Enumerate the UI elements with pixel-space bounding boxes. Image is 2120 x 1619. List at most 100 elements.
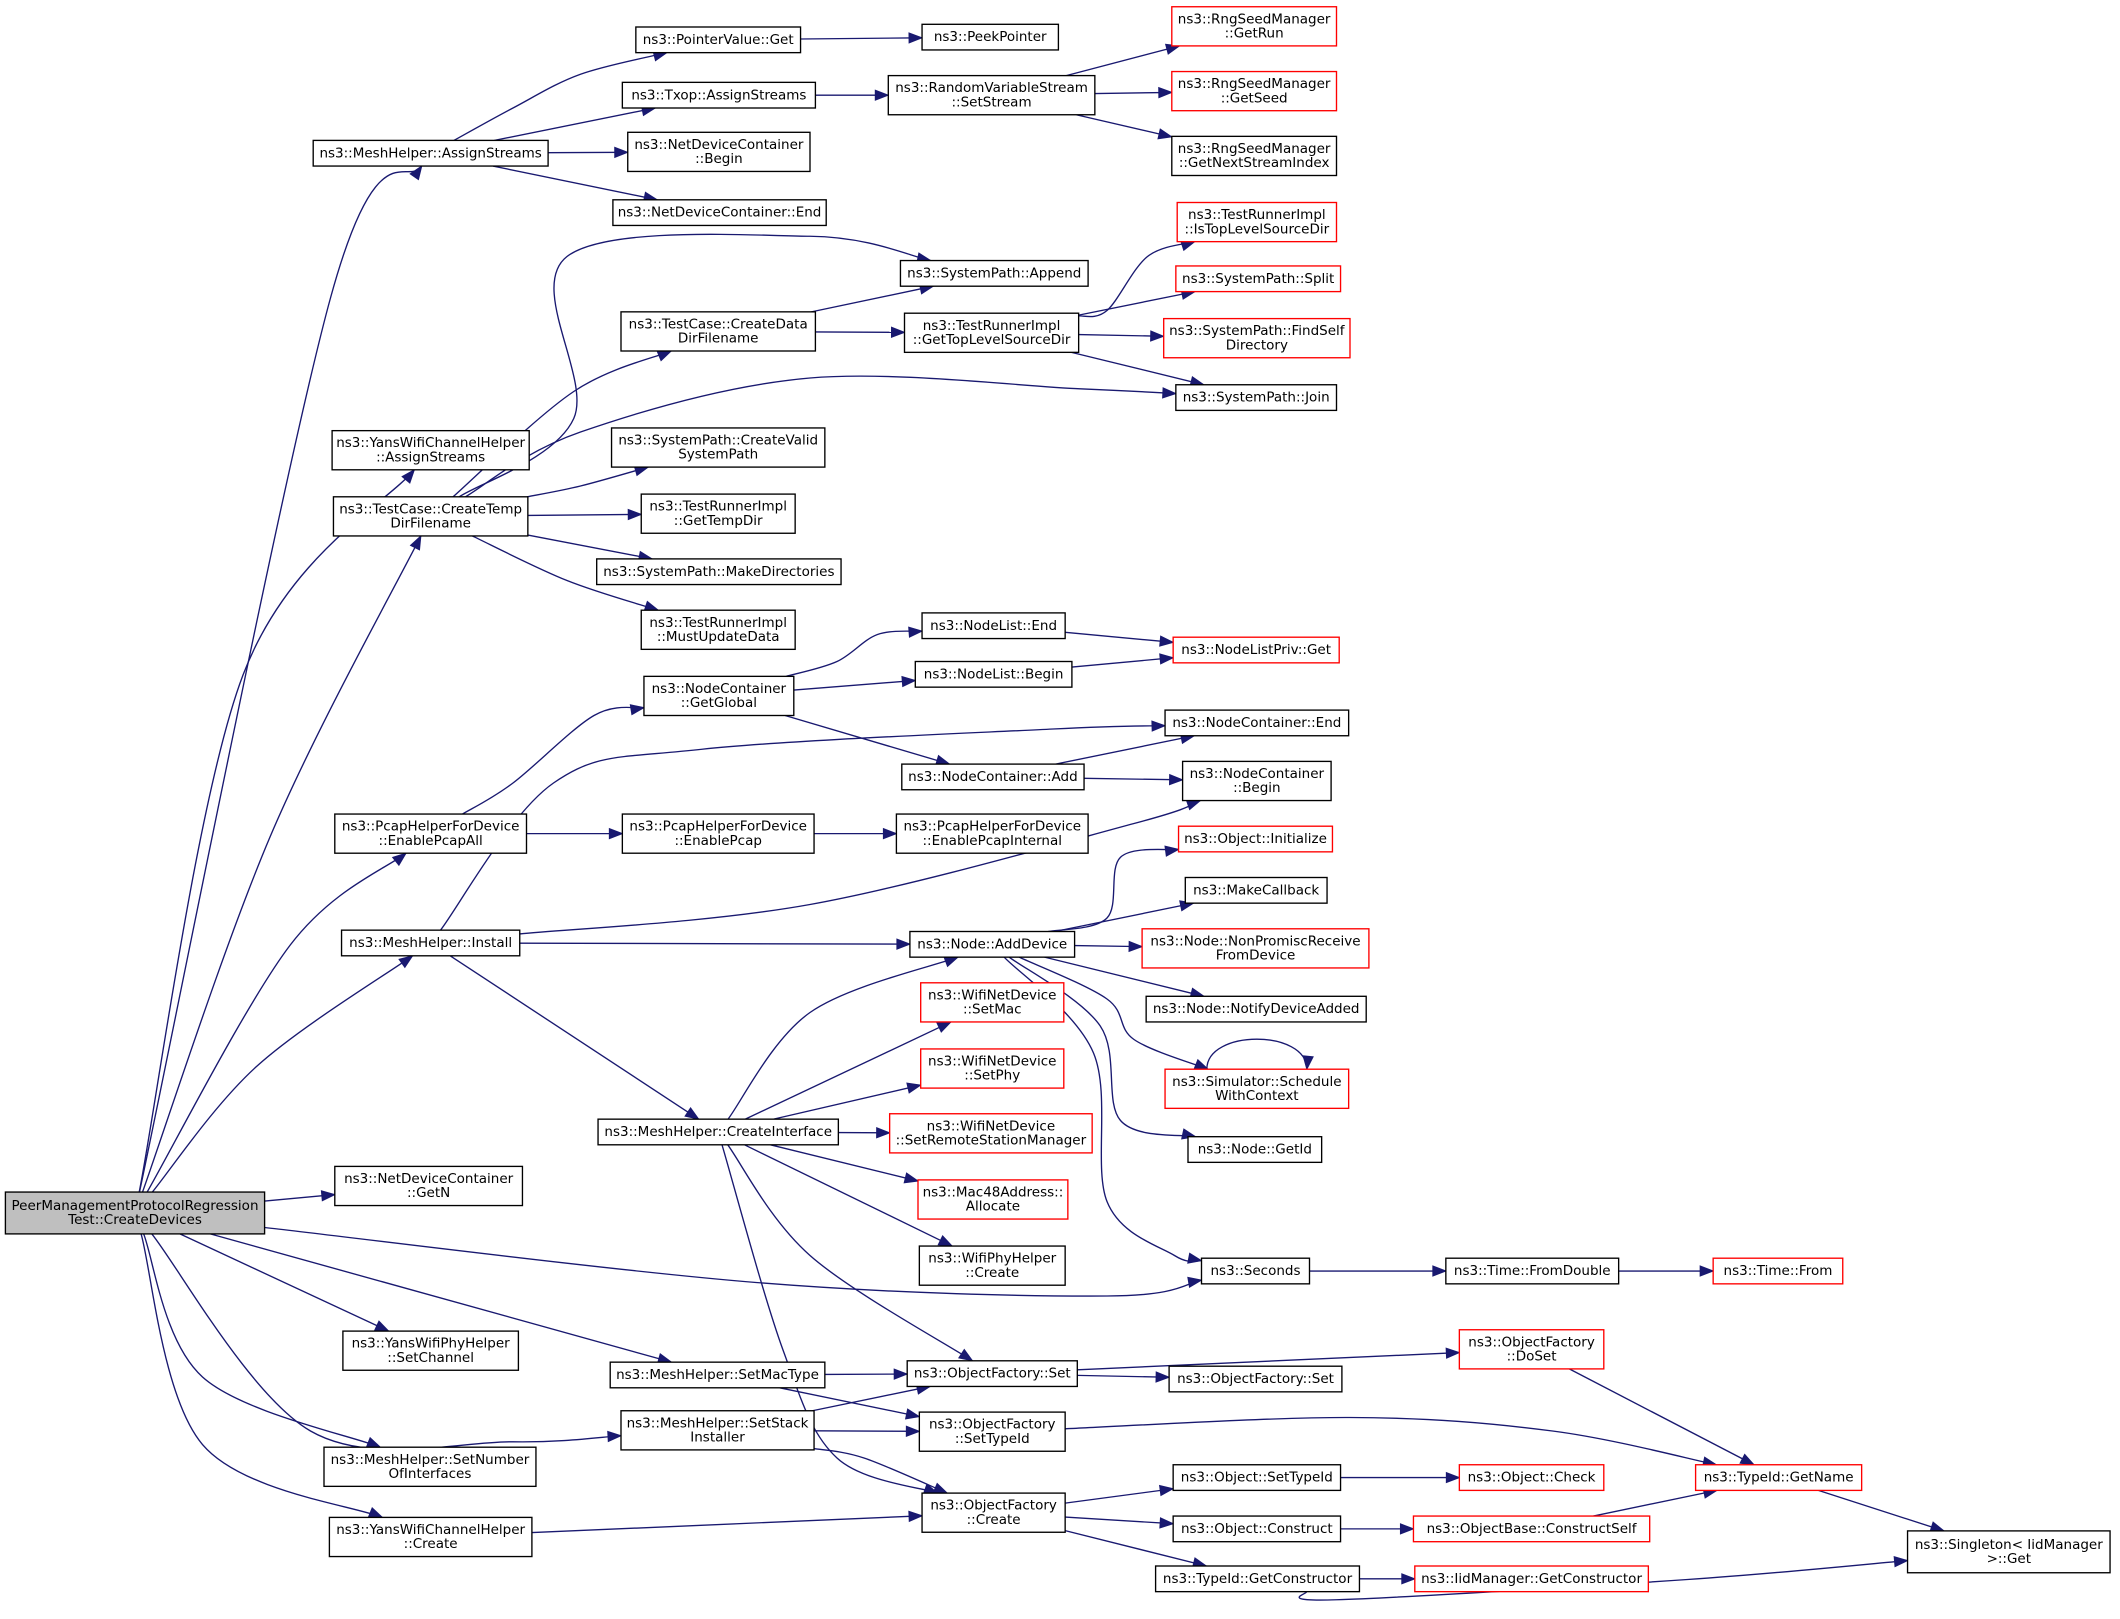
node-rng-run[interactable]: ns3::RngSeedManager::GetRun [1171,6,1338,47]
node-wnd-rsm[interactable]: ns3::WifiNetDevice::SetRemoteStationMana… [888,1113,1093,1154]
node-of-create[interactable]: ns3::ObjectFactory::Create [921,1492,1066,1533]
node-mh-assign[interactable]: ns3::MeshHelper::AssignStreams [312,139,549,167]
node-ndc-end[interactable]: ns3::NetDeviceContainer::End [612,199,827,227]
node-tid-getname[interactable]: ns3::TypeId::GetName [1694,1464,1863,1492]
node-sp-mkdirs[interactable]: ns3::SystemPath::MakeDirectories [596,558,842,586]
node-label-line: ::Create [967,1512,1021,1528]
node-sp-join[interactable]: ns3::SystemPath::Join [1175,384,1338,412]
node-mac48[interactable]: ns3::Mac48Address::Allocate [917,1179,1069,1220]
node-iid-getctor[interactable]: ns3::IidManager::GetConstructor [1414,1565,1650,1593]
edge-node_add-to-node_notify [1044,956,1205,997]
node-ych-create[interactable]: ns3::YansWifiChannelHelper::Create [328,1516,533,1558]
node-nc-global[interactable]: ns3::NodeContainer::GetGlobal [643,675,795,717]
node-node-add[interactable]: ns3::Node::AddDevice [909,930,1076,958]
node-seconds[interactable]: ns3::Seconds [1200,1257,1311,1285]
edge-mh_setmac-to-of_settype-arrowhead [904,1408,921,1420]
node-label-line: FromDevice [1216,948,1296,964]
edge-rvs_set-to-rng_seed-arrowhead [1158,86,1174,99]
node-label-line: ns3::NodeContainer::Add [908,769,1077,785]
edge-mh_createif-to-wnd_rsm-arrowhead [876,1127,892,1139]
node-pv-get[interactable]: ns3::PointerValue::Get [635,26,802,54]
node-node-notify[interactable]: ns3::Node::NotifyDeviceAdded [1145,995,1367,1023]
node-singleton[interactable]: ns3::Singleton< IidManager>::Get [1906,1530,2111,1574]
node-mh-install[interactable]: ns3::MeshHelper::Install [340,929,521,957]
edge-mh_createif-to-wnd_phy [773,1084,921,1120]
node-nc-begin[interactable]: ns3::NodeContainer::Begin [1181,760,1332,802]
node-obj-init[interactable]: ns3::Object::Initialize [1177,825,1334,853]
node-wnd-phy[interactable]: ns3::WifiNetDevice::SetPhy [920,1048,1065,1089]
edge-txop_assign-to-rvs_set-arrowhead [874,89,890,101]
node-nlp-get[interactable]: ns3::NodeListPriv::Get [1172,636,1340,664]
node-yans-assign[interactable]: ns3::YansWifiChannelHelper::AssignStream… [331,429,530,471]
node-ob-cself[interactable]: ns3::ObjectBase::ConstructSelf [1412,1515,1651,1543]
node-obj-settype[interactable]: ns3::Object::SetTypeId [1172,1464,1342,1492]
node-root[interactable]: PeerManagementProtocolRegressionTest::Cr… [4,1191,266,1235]
edge-mh_createif-to-wphy_create [744,1144,953,1247]
edge-nl_begin-to-nlp_get-arrowhead [1159,653,1175,665]
node-wphy-create[interactable]: ns3::WifiPhyHelper::Create [918,1245,1066,1286]
node-rvs-set[interactable]: ns3::RandomVariableStream::SetStream [887,74,1096,116]
node-pcap-int[interactable]: ns3::PcapHelperForDevice::EnablePcapInte… [895,813,1089,854]
node-pcap-all[interactable]: ns3::PcapHelperForDevice::EnablePcapAll [334,813,528,854]
node-mh-createif[interactable]: ns3::MeshHelper::CreateInterface [597,1118,840,1146]
edge-root-to-yans_assign-arrowhead [401,468,416,484]
node-label-line: ::SetStream [952,94,1032,110]
node-of-settype[interactable]: ns3::ObjectFactory::SetTypeId [918,1411,1066,1452]
node-rng-next[interactable]: ns3::RngSeedManager::GetNextStreamIndex [1171,135,1338,177]
node-tri-temp[interactable]: ns3::TestRunnerImpl::GetTempDir [640,493,796,534]
node-node-getid[interactable]: ns3::Node::GetId [1187,1136,1323,1164]
node-time-from[interactable]: ns3::Time::From [1712,1257,1844,1285]
node-ndc-getn[interactable]: ns3::NetDeviceContainer::GetN [334,1165,524,1207]
edge-seconds-to-time_fd-arrowhead [1432,1265,1448,1277]
edge-mh_assign-to-txop_assign [494,107,656,142]
node-label-line: ::DoSet [1507,1349,1557,1365]
edge-pcap_en-to-pcap_int-arrowhead [882,827,898,840]
node-obj-construct[interactable]: ns3::Object::Construct [1172,1515,1342,1543]
node-makecb[interactable]: ns3::MakeCallback [1184,876,1328,904]
node-wnd-mac[interactable]: ns3::WifiNetDevice::SetMac [920,982,1065,1023]
node-label-line: ns3::Txop::AssignStreams [631,87,806,103]
node-sp-split[interactable]: ns3::SystemPath::Split [1175,265,1342,293]
node-peek[interactable]: ns3::PeekPointer [921,23,1060,51]
edge-mh_setmac-to-of_settype [779,1387,920,1418]
node-txop-assign[interactable]: ns3::Txop::AssignStreams [621,81,817,109]
node-obj-check[interactable]: ns3::Object::Check [1458,1464,1605,1492]
node-nl-end[interactable]: ns3::NodeList::End [921,612,1066,640]
node-nc-add[interactable]: ns3::NodeContainer::Add [901,763,1085,791]
node-nc-end[interactable]: ns3::NodeContainer::End [1164,709,1350,737]
node-box [1187,1136,1323,1164]
node-tri-istop[interactable]: ns3::TestRunnerImpl::IsTopLevelSourceDir [1176,201,1338,243]
node-mh-setmac[interactable]: ns3::MeshHelper::SetMacType [609,1361,826,1389]
edge-tri_top-to-tri_istop [1078,241,1195,318]
node-label-line: ns3::PeekPointer [934,29,1047,45]
node-sp-append[interactable]: ns3::SystemPath::Append [899,259,1089,287]
edge-mh_assign-to-pv_get [453,51,668,141]
node-time-fd[interactable]: ns3::Time::FromDouble [1445,1257,1620,1285]
node-of-set2[interactable]: ns3::ObjectFactory::Set [1168,1365,1343,1393]
edge-of_create-to-obj_construct-arrowhead [1159,1517,1175,1529]
node-box [1181,760,1332,802]
edge-root-to-mh_setnum-arrowhead [365,1436,382,1448]
node-yphy-setch[interactable]: ns3::YansWifiPhyHelper::SetChannel [342,1330,520,1371]
node-pcap-en[interactable]: ns3::PcapHelperForDevice::EnablePcap [621,813,815,854]
node-box [1712,1257,1844,1285]
node-rng-seed[interactable]: ns3::RngSeedManager::GetSeed [1171,70,1338,112]
edge-root-to-mh_assign-arrowhead [409,164,423,181]
node-tri-top[interactable]: ns3::TestRunnerImpl::GetTopLevelSourceDi… [903,312,1080,354]
node-of-set[interactable]: ns3::ObjectFactory::Set [906,1360,1078,1388]
node-nl-begin[interactable]: ns3::NodeList::Begin [914,660,1073,688]
node-box [1177,825,1334,853]
node-tid-getctor[interactable]: ns3::TypeId::GetConstructor [1154,1565,1361,1593]
node-tri-must[interactable]: ns3::TestRunnerImpl::MustUpdateData [640,609,796,651]
node-of-doset[interactable]: ns3::ObjectFactory::DoSet [1458,1329,1605,1370]
node-ndc-begin[interactable]: ns3::NetDeviceContainer::Begin [627,131,811,173]
